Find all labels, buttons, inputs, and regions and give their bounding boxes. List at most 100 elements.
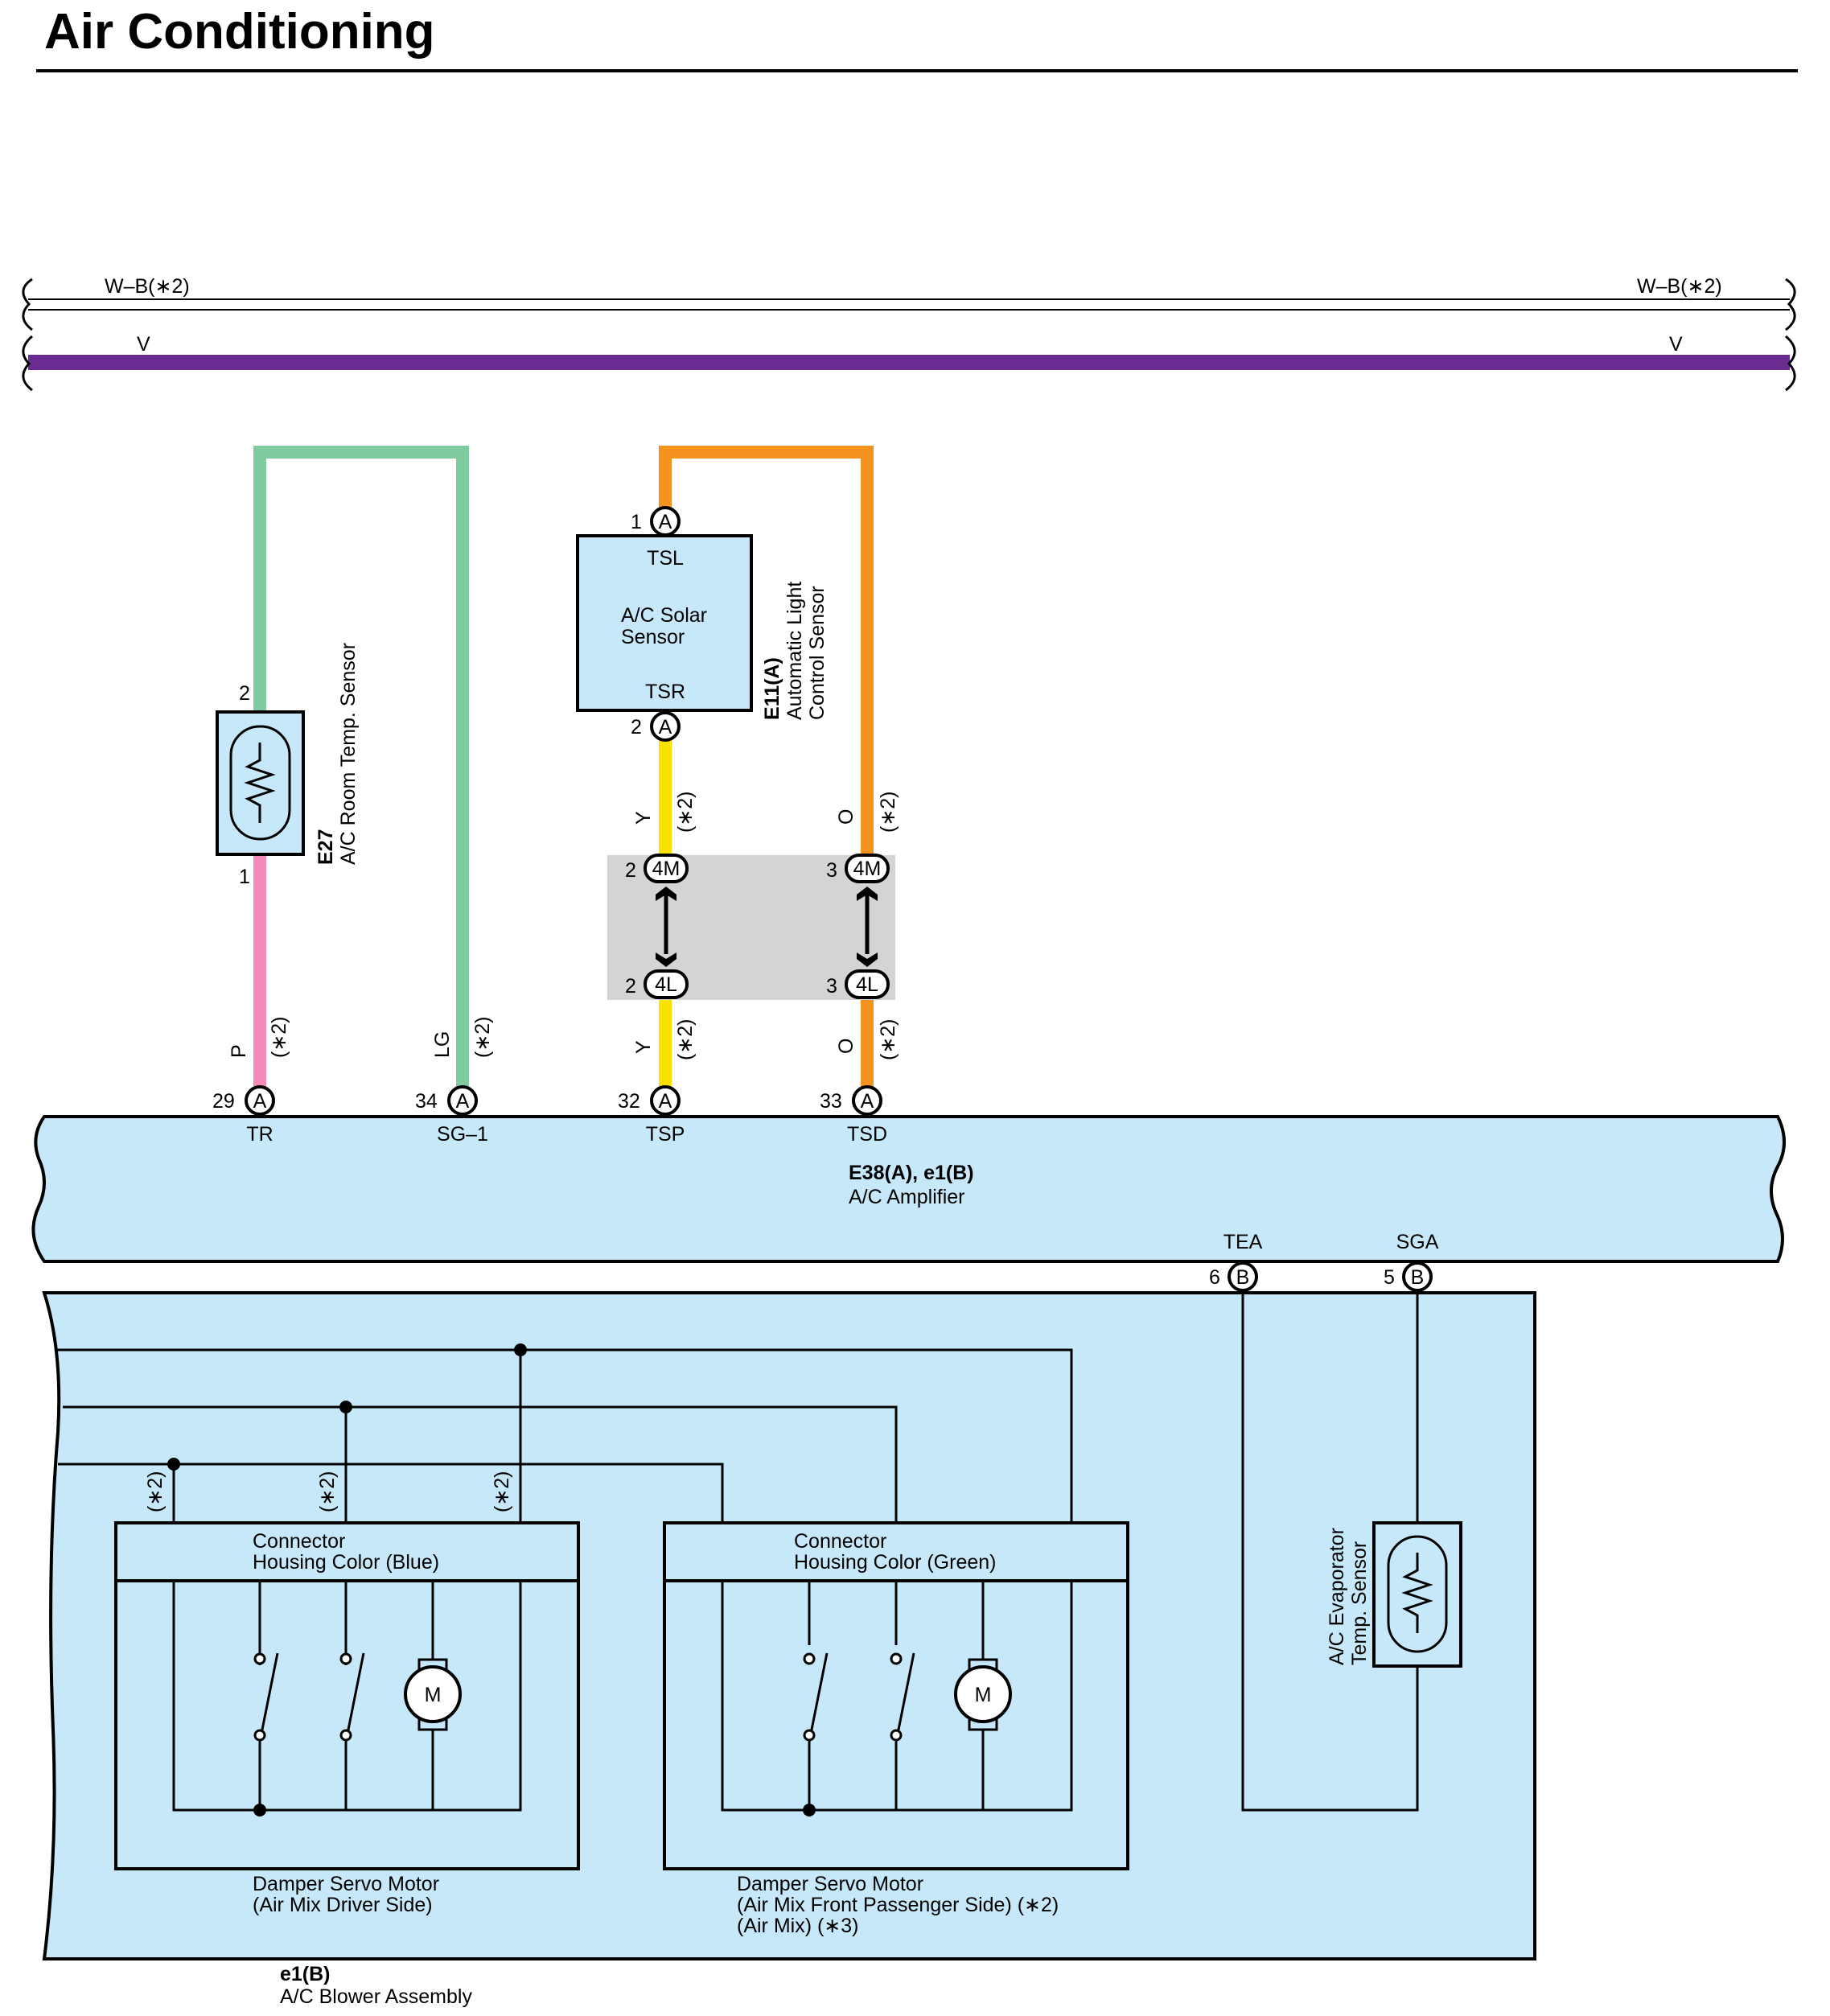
blower-internal-wires [56,1348,1073,1523]
junction-pin-left-top: 2 [625,859,636,882]
solar-sensor-box [576,534,753,712]
servo-driver-caption-line1: Damper Servo Motor [253,1873,439,1895]
switch-contact [339,1729,352,1742]
switch-contact [803,1652,816,1665]
junction-4m-right [845,854,890,883]
amp-pin-sga-letter: B [1411,1266,1425,1289]
servo-passenger-housing-line1: Connector [794,1530,886,1553]
solar-pin-top-letter: A [659,511,672,533]
motor-icon [404,1665,462,1723]
switch-contact [339,1652,352,1665]
y-wire-label-lower: Y [632,1040,655,1054]
blower-name: A/C Blower Assembly [280,1985,472,2008]
room-sensor-pin-bottom: 1 [239,866,250,888]
amp-pin-sg1-letter: A [456,1090,470,1113]
blower-note-2: (∗2) [316,1471,339,1512]
page-title: Air Conditioning [44,4,435,60]
y-wire-note-lower: (∗2) [674,1018,697,1060]
junction-block: 4M 2 4L 2 4M 3 4L 3 [607,854,895,1000]
thermistor-icon [244,743,276,823]
amp-pin-tsp-term: TSP [646,1123,685,1146]
wb-label-left: W–B(∗2) [105,275,190,298]
servo-passenger-box [663,1521,1129,1870]
solar-pin-bottom-connector [650,711,681,742]
junction-pin-right-top: 3 [826,859,837,882]
amp-pin-tsd-letter: A [861,1090,874,1113]
blower-code: e1(B) [280,1963,331,1985]
solar-pin-bottom-num: 2 [631,716,642,739]
v-power-wire [28,355,1790,370]
wb-label-right: W–B(∗2) [1637,275,1722,298]
amp-pin-tea-term: TEA [1223,1231,1263,1253]
solar-pin-top-num: 1 [631,511,642,533]
junction-dot-1 [514,1343,527,1356]
servo-passenger-caption-line3: (Air Mix) (∗3) [737,1915,858,1937]
solar-name-line2: Control Sensor [806,586,829,720]
solar-inner-line2: Sensor [621,626,685,648]
amplifier-body [31,1115,1786,1263]
switch-contact [253,1729,266,1742]
switch-contact [890,1729,903,1742]
amp-pin-tea-num: 6 [1209,1266,1220,1289]
evaporator-sensor-box [1372,1521,1462,1668]
evaporator-sensor: A/C Evaporator Temp. Sensor [1241,1290,1462,1812]
amplifier-code: E38(A), e1(B) [849,1162,974,1184]
blower-note-1: (∗2) [144,1471,167,1512]
junction-4m-left-label: 4M [652,858,681,880]
junction-4l-right [845,969,890,999]
evap-sensor-line2: Temp. Sensor [1348,1541,1371,1665]
lg-wire-label: LG [431,1031,454,1058]
break-mark-left-top [22,278,33,331]
servo-driver-housing-line2: Housing Color (Blue) [253,1551,439,1574]
p-wire-label: P [228,1044,250,1058]
y-wire-label-upper: Y [632,811,655,825]
blower-assembly: (∗2) (∗2) (∗2) Connector Housing Color (… [42,1290,1536,2008]
amp-pin-sga-term: SGA [1396,1231,1439,1253]
break-mark-left-bottom [22,335,33,392]
o-wire-note-lower: (∗2) [877,1018,899,1060]
blower-note-3: (∗2) [491,1471,513,1512]
servo-passenger-caption-line2: (Air Mix Front Passenger Side) (∗2) [737,1894,1059,1916]
junction-arrow-left-down [656,952,676,967]
amp-pin-tsp-letter: A [659,1090,672,1113]
solar-term-tsr: TSR [645,681,685,703]
junction-arrow-right-up [857,887,878,901]
switch-contact [890,1652,903,1665]
solar-name-line1: Automatic Light [783,582,806,720]
amp-pin-sga-num: 5 [1384,1266,1395,1289]
servo-passenger-caption-line1: Damper Servo Motor [737,1873,923,1895]
ac-amplifier: E38(A), e1(B) A/C Amplifier A 29 TR A 34… [31,1085,1786,1292]
thermistor-icon [1401,1553,1433,1633]
junction-4l-left-label: 4L [655,973,677,996]
room-sensor-pin-top: 2 [239,682,250,705]
junction-dot [253,1804,266,1816]
servo-driver-housing-line1: Connector [253,1530,345,1553]
junction-4m-right-label: 4M [853,858,882,880]
junction-dot-2 [339,1401,352,1413]
motor-letter: M [975,1684,992,1706]
amp-pin-sg1: A 34 SG–1 [415,1085,488,1146]
motor-icon [954,1665,1012,1723]
amp-pin-tr-term: TR [246,1123,273,1146]
junction-pin-left-bottom: 2 [625,975,636,998]
amp-pin-sg1-num: 34 [415,1090,438,1113]
v-label-left: V [137,333,150,356]
o-wire-label-upper: O [835,809,857,825]
junction-arrow-right-down [857,952,878,967]
amp-pin-tea-letter: B [1236,1266,1250,1289]
motor-letter: M [425,1684,442,1706]
junction-pin-right-bottom: 3 [826,975,837,998]
amp-pin-tsd-term: TSD [847,1123,887,1146]
amp-pin-tr-letter: A [253,1090,267,1113]
solar-sensor: A 1 TSL A/C Solar Sensor TSR A 2 E11(A) … [576,506,899,1060]
thermistor-capsule [229,725,291,841]
amp-pin-tr: A 29 TR [212,1085,275,1146]
junction-4m-left [644,854,689,883]
servo-driver-caption-line2: (Air Mix Driver Side) [253,1894,433,1916]
o-wire-label-lower: O [835,1039,857,1054]
solar-code: E11(A) [761,657,783,720]
thermistor-capsule [1387,1535,1448,1653]
amplifier-name: A/C Amplifier [849,1186,964,1208]
servo-passenger-housing-line2: Housing Color (Green) [794,1551,997,1574]
amp-pin-tr-num: 29 [212,1090,235,1113]
